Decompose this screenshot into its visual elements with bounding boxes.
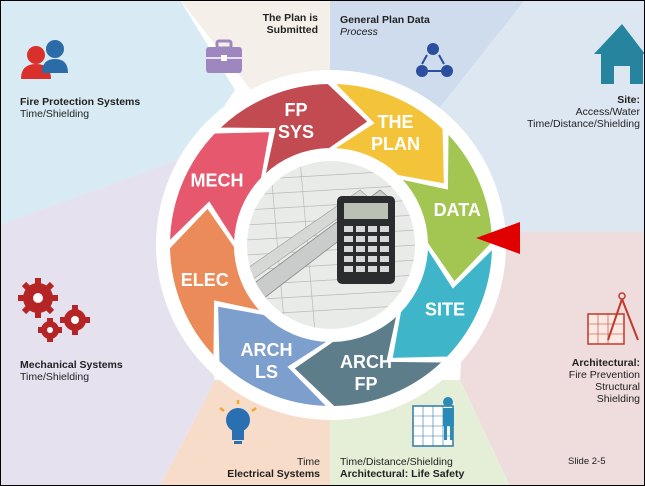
segment-elec [168,205,265,360]
segment-the-plan [329,81,446,186]
general-plan-label: General Plan Data Process [340,14,430,38]
site-label: Site: Access/Water Time/Distance/Shieldi… [527,94,640,130]
life-safety-label: Time/Distance/Shielding Architectural: L… [340,456,465,480]
gears-icon [18,278,90,342]
sector-plan-submitted [180,0,330,95]
segment-label-mech: MECH [190,170,243,190]
segment-arch-ls [216,304,333,409]
segment-mech [167,130,272,247]
lightbulb-icon [219,400,257,444]
segment-label-elec: ELEC [181,270,229,290]
sector-architectural [460,232,645,486]
mechanical-label: Mechanical Systems Time/Shielding [20,359,123,383]
electrical-label: Time Electrical Systems [227,456,320,480]
fire-protection-label: Fire Protection Systems Time/Shielding [20,96,141,120]
segment-site [390,243,495,360]
segment-fp-sys [216,82,371,179]
blueprint-person-icon [412,397,454,447]
segment-label-site: SITE [425,300,465,320]
current-step-pointer [476,222,520,254]
house-icon [594,24,645,84]
segment-data [397,130,494,285]
people-icon [21,40,68,79]
plan-submitted-label: The Plan is Submitted [262,12,318,36]
calculator-photo [245,159,417,331]
briefcase-icon [206,39,242,73]
network-icon [416,43,453,77]
segment-arch-fp [291,311,446,408]
blueprint-compass-icon [587,292,639,345]
segment-label-data: DATA [434,200,481,220]
slide-number: Slide 2-5 [568,456,606,467]
architectural-label: Architectural: Fire Prevention Structura… [568,357,640,405]
